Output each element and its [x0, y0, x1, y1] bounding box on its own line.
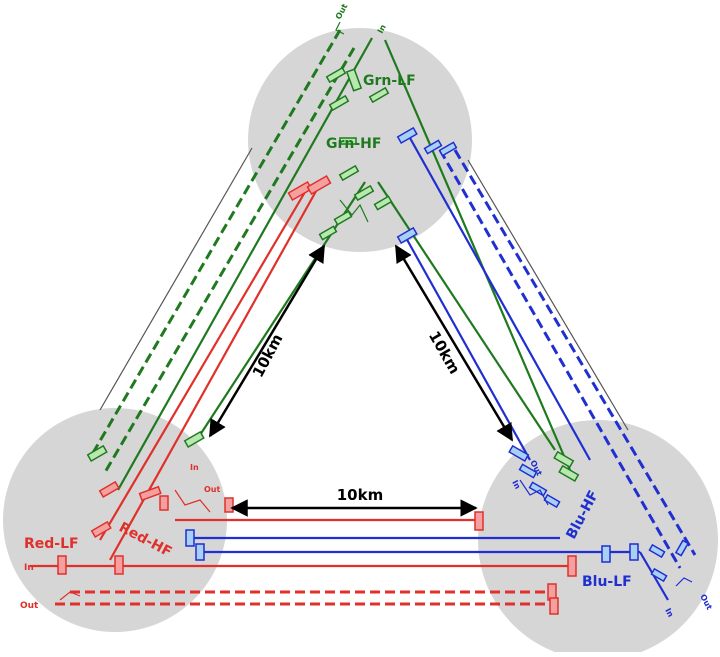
blu-hf-in-label: In [510, 479, 522, 491]
left-arm-arrow [208, 244, 326, 438]
top-station-circle [248, 28, 472, 252]
distance-arrows [208, 244, 514, 517]
blu-lf-label: Blu-LF [582, 574, 632, 590]
red-hf-out-label: Out [204, 485, 220, 494]
grn-in-label: In [376, 23, 388, 35]
right-arm-distance-label: 10km [425, 328, 464, 377]
green-mirrors [86, 66, 580, 482]
blu-in-label: In [663, 607, 675, 619]
left-station-circle [3, 408, 227, 632]
right-arm-arrow [394, 244, 514, 442]
tunnel-outlines [99, 147, 629, 431]
bottom-arm-distance-label: 10km [337, 486, 383, 504]
optics-details [59, 21, 693, 601]
left-arm-distance-label: 10km [249, 331, 287, 380]
red-mirrors [57, 175, 577, 615]
red-lf-label: Red-LF [24, 536, 79, 552]
red-hf-in-label: In [190, 463, 199, 472]
red-out-label: Out [20, 601, 39, 611]
blue-mirrors [185, 126, 690, 583]
grn-out-label: Out [334, 2, 350, 21]
right-station-circle [478, 420, 718, 657]
grn-hf-label: Grn-HF [326, 136, 381, 152]
grn-lf-label: Grn-LF [363, 73, 416, 89]
red-in-label: In [24, 563, 34, 573]
